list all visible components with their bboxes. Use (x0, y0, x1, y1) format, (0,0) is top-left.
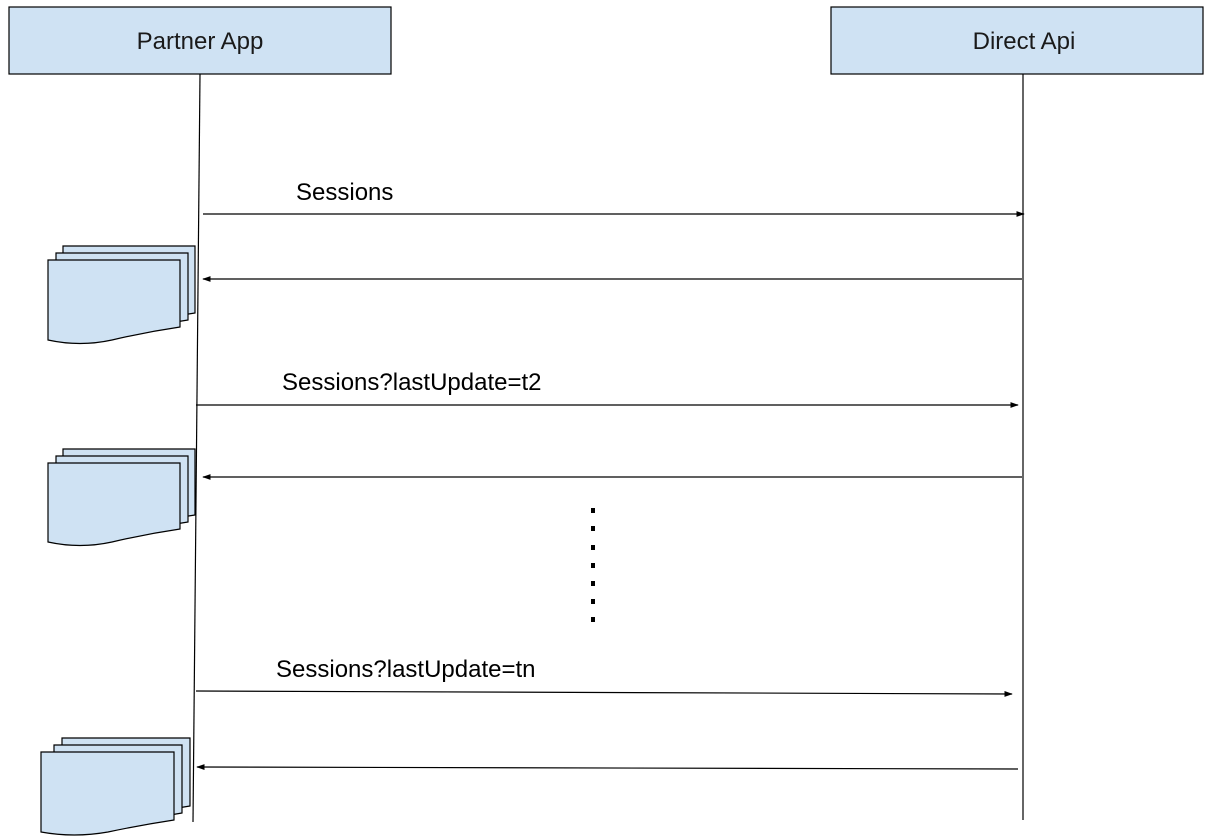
participant-label: Partner App (137, 28, 264, 55)
participant-label: Direct Api (973, 28, 1076, 55)
message-request-sessions-tn: Sessions?lastUpdate=tn (195, 656, 1013, 697)
message-label: Sessions?lastUpdate=tn (276, 656, 536, 683)
participant-box (830, 6, 1204, 75)
message-label: Sessions (296, 179, 393, 206)
vertical-ellipsis-icon (591, 508, 595, 622)
message-request-sessions: Sessions (203, 179, 1025, 217)
response-arrow-n (196, 764, 1019, 770)
document-stack-icon (47, 448, 196, 547)
document-stack-icon (40, 737, 191, 836)
lifeline-partner-app (192, 73, 201, 823)
message-label: Sessions?lastUpdate=t2 (282, 369, 542, 396)
participant-direct-api: Direct Api (830, 6, 1204, 75)
message-request-sessions-t2: Sessions?lastUpdate=t2 (196, 369, 1019, 408)
document-stack-icon (47, 245, 196, 345)
participant-partner-app: Partner App (8, 6, 392, 75)
participant-box (8, 6, 392, 75)
request-arrow (195, 690, 1013, 697)
